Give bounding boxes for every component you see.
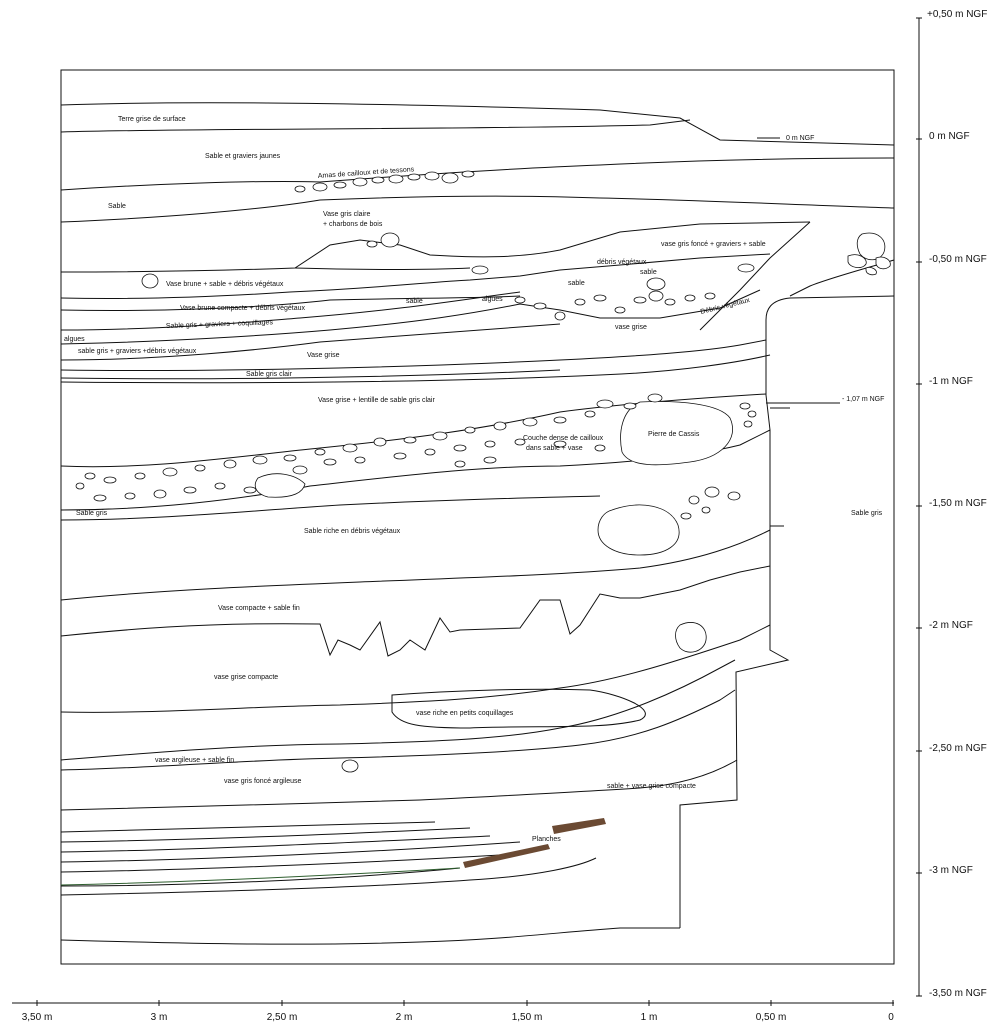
- label-sable-gris-graviers-debris: sable gris + graviers +débris végétaux: [78, 348, 197, 355]
- bottom-tick-label: 1,50 m: [512, 1012, 543, 1023]
- label-sable-gris-graviers: Sable gris + graviers + coquillages: [166, 319, 274, 330]
- right-tick-label: -2 m NGF: [929, 620, 973, 631]
- right-tick-label: 0 m NGF: [929, 131, 970, 142]
- label-vase-brune: Vase brune + sable + débris végétaux: [166, 281, 284, 288]
- label-vase-grise-compacte: vase grise compacte: [214, 674, 278, 681]
- label-couche-dense-2: dans sable + vase: [526, 445, 583, 452]
- minus-107-marker: - 1,07 m NGF: [842, 396, 884, 403]
- label-sable-gris-clair: Sable gris clair: [246, 371, 293, 378]
- label-vase-grise-small: vase grise: [615, 324, 647, 331]
- label-pierre-cassis: Pierre de Cassis: [648, 431, 700, 438]
- bottom-tick-label: 3,50 m: [22, 1012, 53, 1023]
- bottom-tick-label: 2,50 m: [267, 1012, 298, 1023]
- label-vase-grise-lentille: Vase grise + lentille de sable gris clai…: [318, 397, 435, 404]
- label-algues-2: algues: [64, 336, 85, 343]
- label-sable-small-2: sable: [568, 280, 585, 287]
- label-sable-riche: Sable riche en débris végétaux: [304, 528, 401, 535]
- stones: [75, 170, 891, 773]
- bottom-tick-label: 0: [888, 1012, 894, 1023]
- right-tick-label: -2,50 m NGF: [929, 743, 987, 754]
- label-vase-grise: Vase grise: [307, 352, 340, 359]
- label-vase-brune-compacte: Vase brune compacte + débris végétaux: [180, 305, 305, 312]
- label-vase-gris-claire-2: + charbons de bois: [323, 221, 383, 228]
- label-terre-grise: Terre grise de surface: [118, 116, 186, 123]
- label-vase-gris-fonce-argileuse: vase gris foncé argileuse: [224, 778, 302, 785]
- label-sable-graviers-jaunes: Sable et graviers jaunes: [205, 153, 281, 160]
- right-tick-label: -1 m NGF: [929, 376, 973, 387]
- label-vase-compacte: Vase compacte + sable fin: [218, 605, 300, 612]
- label-sable-gris-left: Sable gris: [76, 510, 108, 517]
- right-tick-label: -3 m NGF: [929, 865, 973, 876]
- label-sable-small-3: sable: [406, 298, 423, 305]
- label-algues-1: algues: [482, 296, 503, 303]
- zero-ngf-marker: 0 m NGF: [786, 135, 814, 142]
- label-planches: Planches: [532, 836, 561, 843]
- wall-profile: [679, 137, 895, 928]
- plank-upper: [552, 818, 606, 834]
- right-scale: +0,50 m NGF 0 m NGF -0,50 m NGF -1 m NGF…: [916, 9, 987, 999]
- bottom-scale: 3,50 m 3 m 2,50 m 2 m 1,50 m 1 m 0,50 m …: [12, 1000, 894, 1023]
- layer-boundaries: [60, 102, 895, 945]
- lower-strata-lines: [60, 821, 597, 896]
- layer-labels: Terre grise de surface Sable et graviers…: [64, 116, 883, 843]
- label-vase-riche: vase riche en petits coquillages: [416, 710, 514, 717]
- bottom-tick-label: 3 m: [151, 1012, 168, 1023]
- bottom-tick-label: 1 m: [641, 1012, 658, 1023]
- right-tick-label: -0,50 m NGF: [929, 254, 987, 265]
- right-tick-label: -1,50 m NGF: [929, 498, 987, 509]
- label-sable-small-1: sable: [640, 269, 657, 276]
- right-tick-label: +0,50 m NGF: [927, 9, 987, 20]
- section-frame: [60, 69, 895, 965]
- label-vase-gris-claire-1: Vase gris claire: [323, 211, 370, 218]
- label-sable-vase: sable + vase grise compacte: [607, 783, 696, 790]
- label-couche-dense-1: Couche dense de cailloux: [523, 435, 604, 442]
- right-tick-label: -3,50 m NGF: [929, 988, 987, 999]
- label-sable: Sable: [108, 203, 126, 210]
- label-sable-gris-right: Sable gris: [851, 510, 883, 517]
- plank-lower: [463, 844, 550, 868]
- planks: [463, 818, 606, 868]
- label-vase-argileuse: vase argileuse + sable fin: [155, 757, 234, 764]
- label-debris-vegetaux-1: débris végétaux: [597, 259, 647, 266]
- bottom-tick-label: 0,50 m: [756, 1012, 787, 1023]
- label-debris-vegetaux-2: Débris végétaux: [700, 297, 751, 316]
- label-vase-gris-fonce: vase gris foncé + graviers + sable: [661, 241, 766, 248]
- pierre-de-cassis-stone: [620, 401, 733, 466]
- bottom-tick-label: 2 m: [396, 1012, 413, 1023]
